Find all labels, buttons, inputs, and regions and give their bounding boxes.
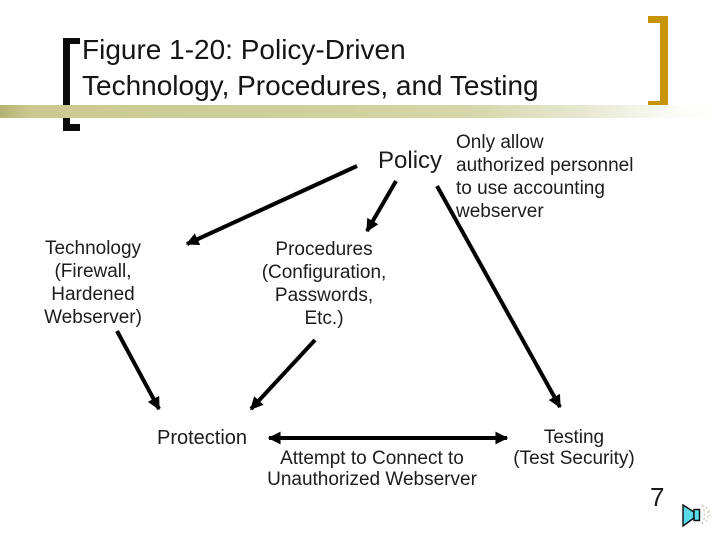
right-bracket-decoration [648, 16, 668, 108]
left-bracket-decoration [63, 38, 80, 131]
title-accent-bar [0, 105, 720, 118]
arrow-policy-to-technology [185, 164, 358, 246]
slide-title-line-2: Technology, Procedures, and Testing [82, 70, 539, 101]
arrow-policy-to-procedures [365, 179, 398, 233]
node-procedures: Procedures (Configuration, Passwords, Et… [247, 238, 401, 330]
procedures-line: (Configuration, [261, 262, 387, 283]
arrow-procedures-to-protection [249, 338, 317, 411]
slide-title-line-1: Figure 1-20: Policy-Driven [82, 34, 406, 65]
attempt-line: Attempt to Connect to [280, 448, 464, 469]
node-testing: Testing (Test Security) [491, 427, 657, 469]
testing-line: Testing [543, 427, 605, 448]
policy-note-line: webserver [456, 201, 544, 222]
procedures-line: Passwords, [274, 285, 374, 306]
technology-line: Webserver) [44, 307, 142, 328]
attempt-connect-label: Attempt to Connect to Unauthorized Webse… [256, 448, 488, 490]
policy-note-line: Only allow [456, 132, 544, 153]
procedures-line: Etc.) [304, 308, 344, 329]
policy-note-line: authorized personnel [456, 155, 634, 176]
technology-line: Technology [44, 238, 142, 259]
attempt-line: Unauthorized Webserver [267, 469, 477, 490]
technology-line: (Firewall, [54, 261, 132, 282]
policy-note: Only allow authorized personnel to use a… [456, 131, 633, 223]
policy-note-line: to use accounting [456, 178, 605, 199]
node-technology: Technology (Firewall, Hardened Webserver… [30, 237, 156, 329]
arrow-technology-to-protection [115, 330, 161, 411]
node-policy: Policy [378, 147, 443, 174]
slide-title: Figure 1-20: Policy-Driven Technology, P… [82, 32, 539, 104]
node-protection: Protection [157, 427, 248, 449]
page-number: 7 [650, 482, 665, 512]
procedures-line: Procedures [275, 239, 373, 260]
technology-line: Hardened [51, 284, 135, 305]
testing-line: (Test Security) [513, 448, 635, 469]
speaker-icon[interactable] [681, 498, 715, 532]
